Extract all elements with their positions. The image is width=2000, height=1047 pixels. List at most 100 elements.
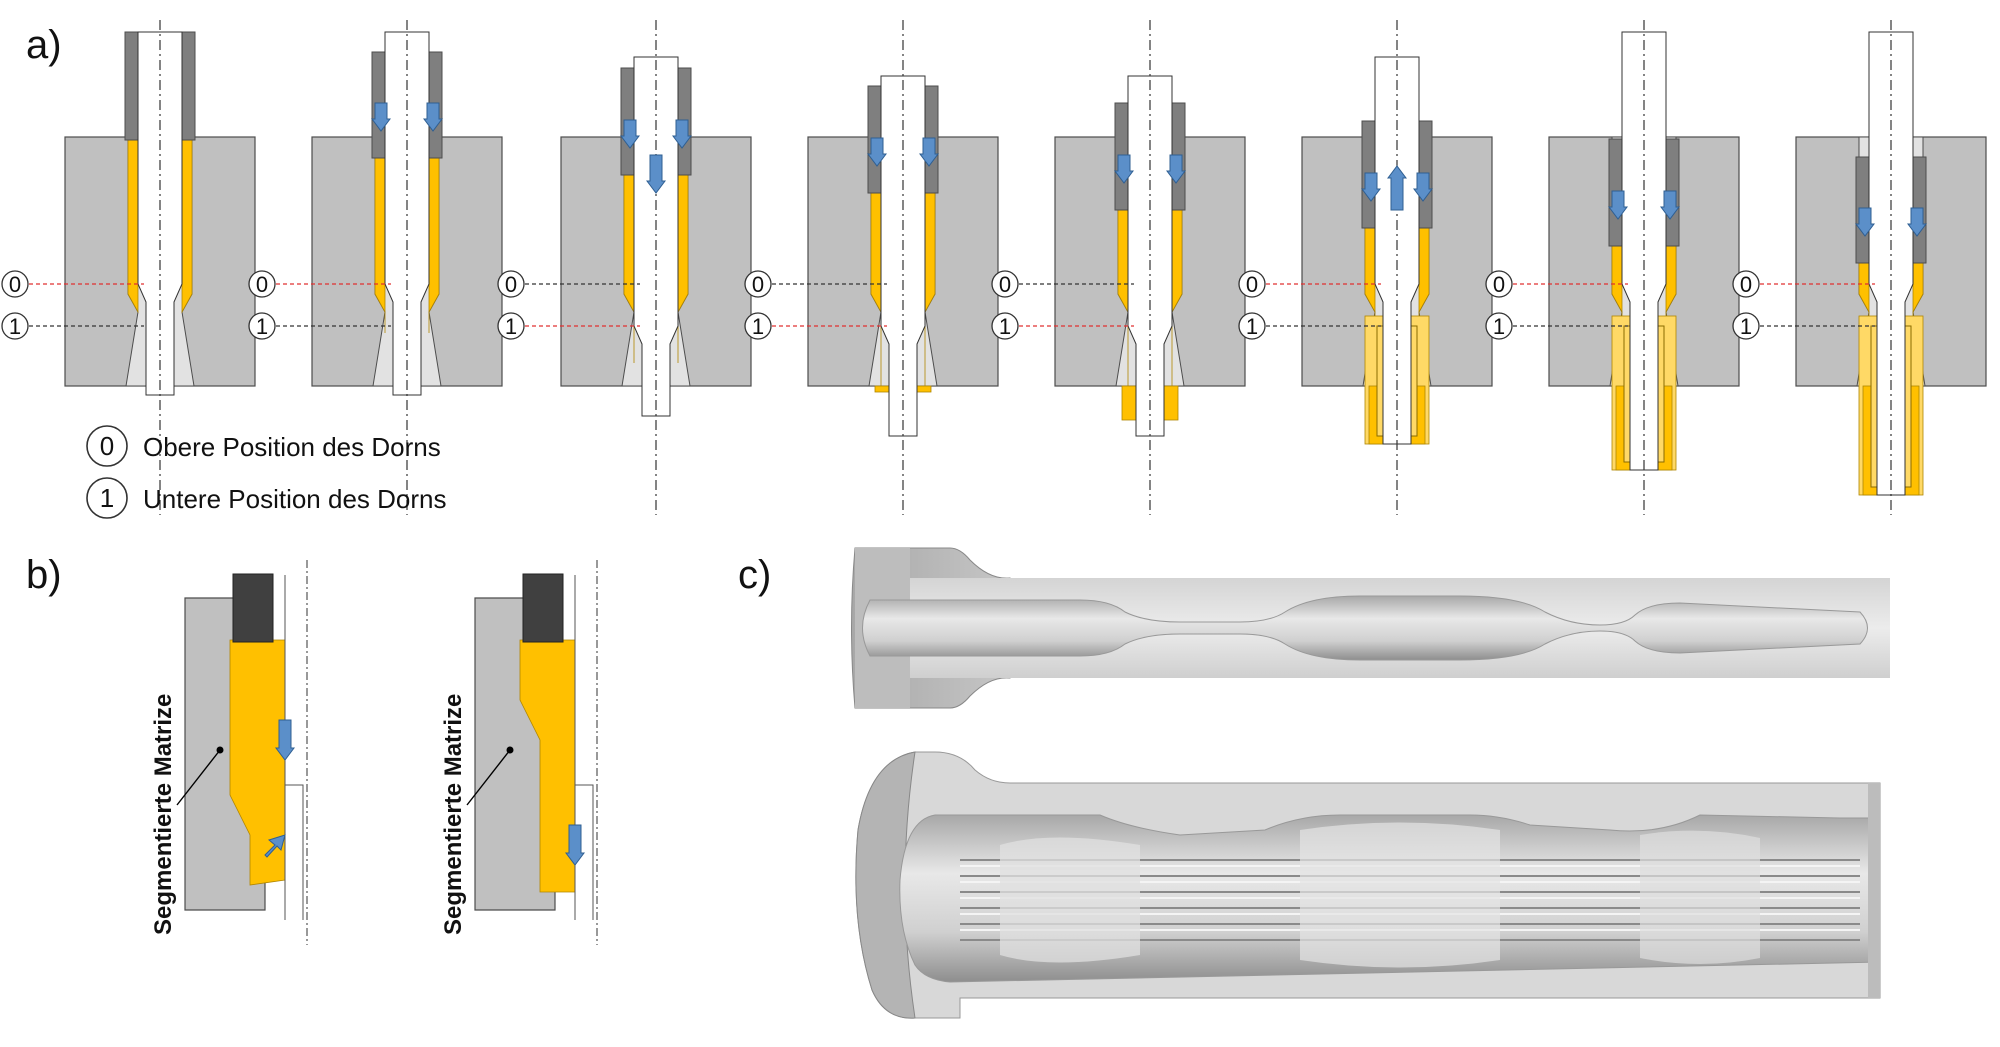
punch-arrow-right — [1166, 154, 1186, 184]
position-marker-upper: 0 — [497, 270, 525, 298]
panel-label-b: b) — [26, 553, 62, 597]
position-circle-lower — [1238, 312, 1266, 340]
segmented-die-detail: Segmentierte Matrize Segmentierte Matrize — [150, 560, 598, 945]
detail-view-2: Segmentierte Matrize — [440, 560, 598, 945]
position-marker-upper: 0 — [991, 270, 1019, 298]
smooth-zone-1 — [1000, 837, 1140, 963]
position-marker-upper: 0 — [744, 270, 772, 298]
legend-text-upper: Obere Position des Dorns — [143, 432, 441, 462]
position-number-lower: 1 — [1246, 314, 1258, 339]
mandrel — [1374, 56, 1420, 445]
punch-arrow-right — [919, 137, 939, 167]
position-marker-lower: 1 — [497, 312, 525, 340]
legend-number-upper: 0 — [100, 431, 114, 461]
punch-arrow-left — [1361, 172, 1381, 202]
punch-arrow-left — [1114, 154, 1134, 184]
position-number-upper: 0 — [1246, 272, 1258, 297]
process-stage-6: 01 — [1238, 20, 1493, 515]
position-circle-upper — [1, 270, 29, 298]
smooth-zone-2 — [1300, 822, 1500, 968]
punch-arrow-left — [1855, 207, 1875, 237]
smooth-zone-3 — [1640, 830, 1760, 964]
position-number-upper: 0 — [505, 272, 517, 297]
leader-line — [176, 749, 221, 806]
position-marker-lower: 1 — [1485, 312, 1513, 340]
position-number-upper: 0 — [1493, 272, 1505, 297]
detail-view-1: Segmentierte Matrize — [150, 560, 308, 945]
panel-label-c: c) — [738, 553, 771, 597]
position-marker-lower: 1 — [744, 312, 772, 340]
position-marker-lower: 1 — [991, 312, 1019, 340]
process-stage-5: 01 — [991, 20, 1246, 515]
punch-arrow-right — [672, 119, 692, 149]
segmented-die-label: Segmentierte Matrize — [150, 694, 177, 935]
process-stage-1: 01 — [1, 20, 256, 515]
position-marker-lower: 1 — [1238, 312, 1266, 340]
punch-arrow-left — [371, 102, 391, 132]
mandrel-arrow-down — [646, 154, 666, 194]
segmented-die-label: Segmentierte Matrize — [440, 694, 467, 935]
bore-profile-upper — [862, 595, 1868, 661]
rendered-part-upper — [851, 547, 1890, 709]
position-marker-upper: 0 — [248, 270, 276, 298]
position-marker-upper: 0 — [1732, 270, 1760, 298]
punch-detail — [232, 573, 274, 643]
position-number-upper: 0 — [752, 272, 764, 297]
position-number-lower: 1 — [999, 314, 1011, 339]
punch-arrow-left — [1608, 190, 1628, 220]
position-marker-lower: 1 — [1732, 312, 1760, 340]
position-number-lower: 1 — [1740, 314, 1752, 339]
position-marker-upper: 0 — [1238, 270, 1266, 298]
detail-arrow-diagonal — [264, 834, 286, 858]
position-circle-upper — [1732, 270, 1760, 298]
punch-arrow-right — [1660, 190, 1680, 220]
position-number-lower: 1 — [9, 314, 21, 339]
punch-arrow-left — [867, 137, 887, 167]
punch-arrow-right — [1413, 172, 1433, 202]
punch-arrow-right — [423, 102, 443, 132]
process-stage-3: 01 — [497, 20, 752, 515]
position-circle-upper — [991, 270, 1019, 298]
process-stage-4: 01 — [744, 20, 999, 515]
detail-arrow-down — [565, 824, 585, 866]
position-number-lower: 1 — [256, 314, 268, 339]
panel-label-a: a) — [26, 23, 62, 67]
position-number-upper: 0 — [1740, 272, 1752, 297]
legend-item-upper: 0 Obere Position des Dorns — [86, 425, 441, 467]
position-marker-lower: 1 — [248, 312, 276, 340]
punch-arrow-right — [1907, 207, 1927, 237]
position-number-upper: 0 — [999, 272, 1011, 297]
position-number-upper: 0 — [9, 272, 21, 297]
position-circle-lower — [248, 312, 276, 340]
mandrel — [633, 56, 679, 417]
position-number-lower: 1 — [1493, 314, 1505, 339]
position-circle-upper — [1485, 270, 1513, 298]
position-circle-lower — [1, 312, 29, 340]
mandrel — [137, 31, 183, 396]
legend-item-lower: 1 Untere Position des Dorns — [86, 477, 446, 519]
tube-end-face — [1868, 783, 1880, 998]
mandrel-arrow-up — [1387, 165, 1407, 211]
legend-number-lower: 1 — [100, 483, 114, 513]
detail-arrow-down — [275, 719, 295, 761]
position-circle-upper — [248, 270, 276, 298]
position-marker-upper: 0 — [1485, 270, 1513, 298]
position-circle-upper — [1238, 270, 1266, 298]
process-stage-7: 01 — [1485, 20, 1740, 515]
position-number-lower: 1 — [752, 314, 764, 339]
position-marker-upper: 0 — [1, 270, 29, 298]
legend-text-lower: Untere Position des Dorns — [143, 484, 446, 514]
workpiece-right — [181, 139, 193, 314]
position-circle-lower — [991, 312, 1019, 340]
mandrel — [1621, 31, 1667, 471]
mandrel-detail — [574, 575, 594, 920]
position-marker-lower: 1 — [1, 312, 29, 340]
legend: 0 Obere Position des Dorns 1 Untere Posi… — [86, 425, 446, 519]
position-circle-upper — [497, 270, 525, 298]
position-circle-lower — [497, 312, 525, 340]
punch-arrow-left — [620, 119, 640, 149]
process-stage-2: 01 — [248, 20, 503, 515]
